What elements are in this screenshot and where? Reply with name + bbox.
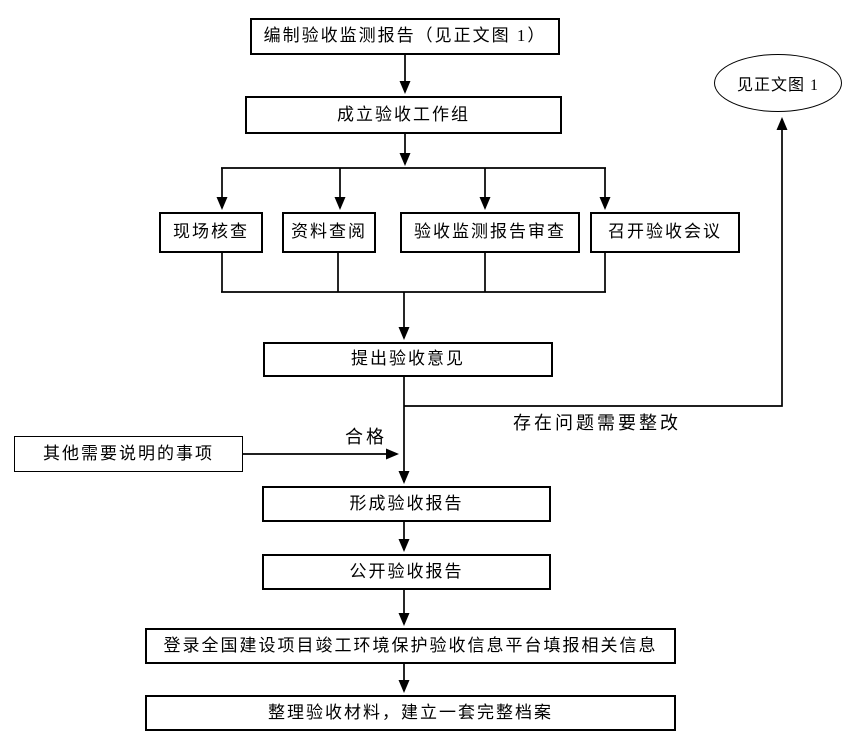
node-form-workgroup: 成立验收工作组 [245,96,562,134]
node-publish-report: 公开验收报告 [262,554,551,590]
node-other-items: 其他需要说明的事项 [14,436,243,472]
node-monitor-report-review: 验收监测报告审查 [400,212,580,253]
node-acceptance-opinion: 提出验收意见 [263,342,553,377]
node-form-report: 形成验收报告 [262,486,551,522]
node-document-review: 资料查阅 [282,212,376,253]
edge-label-rectify: 存在问题需要整改 [513,413,681,433]
node-prepare-report: 编制验收监测报告（见正文图 1） [250,18,560,55]
node-acceptance-meeting: 召开验收会议 [590,212,740,253]
node-see-figure-ellipse: 见正文图 1 [714,54,842,112]
edge-rectify-to-figure [404,117,788,407]
node-site-check: 现场核查 [159,212,263,253]
node-platform-fill: 登录全国建设项目竣工环境保护验收信息平台填报相关信息 [145,628,676,664]
node-archive: 整理验收材料，建立一套完整档案 [145,695,676,731]
edge-label-qualified: 合格 [345,427,387,447]
